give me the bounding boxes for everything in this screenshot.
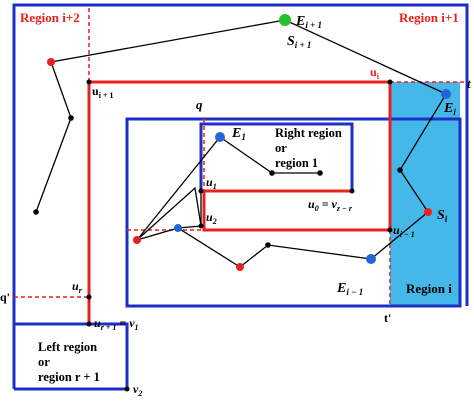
black-path-inner-3 xyxy=(136,186,202,241)
black-path-inner-2 xyxy=(136,227,372,268)
black-point-left-low xyxy=(33,209,39,215)
label-v-2: v2 xyxy=(133,382,142,398)
vertex-u-2 xyxy=(198,223,204,229)
vertex-u-1 xyxy=(198,188,204,194)
blue-point-e-i-minus-1 xyxy=(366,254,376,264)
black-point-inner-c xyxy=(265,242,271,248)
black-point-inner-b xyxy=(317,170,323,176)
inner-blue-boundary xyxy=(125,117,462,308)
label-e-top: Ei + 1 xyxy=(295,14,322,30)
label-u-r: ur xyxy=(72,279,83,295)
label-left-region-2: or xyxy=(38,355,50,369)
black-path-left xyxy=(35,61,72,213)
label-e-i-minus-1: Ei − 1 xyxy=(336,281,363,297)
black-path-inner-1 xyxy=(136,136,320,241)
vertex-u-r xyxy=(86,294,92,300)
black-point-right-mid xyxy=(397,167,403,173)
label-left-region-1: Left region xyxy=(38,340,97,354)
green-point-e-top xyxy=(279,14,291,26)
label-u-i: ui xyxy=(370,65,380,81)
innermost-blue-boundary xyxy=(199,122,354,191)
vertex-v-2 xyxy=(124,386,130,392)
left-region-blue-boundary xyxy=(14,322,129,389)
outer-blue-boundary xyxy=(12,3,469,389)
label-e-1: E1 xyxy=(231,126,246,142)
label-right-region-1: Right region xyxy=(275,126,342,140)
label-u-0-equation: u0 = vz − r xyxy=(308,197,353,213)
black-point-left-mid xyxy=(68,115,74,121)
red-point-s-i xyxy=(424,208,432,216)
label-u-r-plus-1-equation: ur + 1 = v1 xyxy=(94,316,139,332)
red-point-top-left xyxy=(47,58,55,66)
vertex-u-r-plus-1 xyxy=(86,321,92,327)
red-point-inner-left xyxy=(133,236,141,244)
vertex-u-i xyxy=(387,79,393,85)
label-s-i: Si xyxy=(437,208,448,224)
vertex-u-i-plus-1 xyxy=(86,79,92,85)
vertex-u-0 xyxy=(349,188,355,194)
label-s-top: Si + 1 xyxy=(287,34,311,50)
blue-point-e-i xyxy=(441,89,451,99)
label-u-i-plus-1: ui + 1 xyxy=(92,84,113,100)
vertex-u-i-minus-1 xyxy=(387,227,393,233)
black-point-inner-a xyxy=(269,170,275,176)
label-right-region-2: or xyxy=(275,141,287,155)
label-q: q xyxy=(196,97,203,112)
label-t: t xyxy=(467,76,471,91)
label-u-2: u2 xyxy=(206,210,217,226)
label-u-1: u1 xyxy=(206,175,217,191)
label-t-prime: t' xyxy=(384,311,391,325)
label-e-i: Ei xyxy=(443,101,456,117)
blue-point-inner-left xyxy=(174,224,182,232)
label-left-region-3: region r + 1 xyxy=(38,370,100,384)
label-right-region-3: region 1 xyxy=(275,156,318,170)
label-q-prime: q' xyxy=(0,290,10,304)
black-path-right xyxy=(370,93,447,260)
label-region-i-plus-2: Region i+2 xyxy=(20,10,80,25)
label-region-i: Region i xyxy=(406,281,452,296)
blue-point-e-1 xyxy=(215,132,225,142)
label-region-i-plus-1: Region i+1 xyxy=(399,10,459,25)
red-point-inner-bottom xyxy=(236,263,244,271)
label-u-i-minus-1: ui − 1 xyxy=(393,223,415,239)
